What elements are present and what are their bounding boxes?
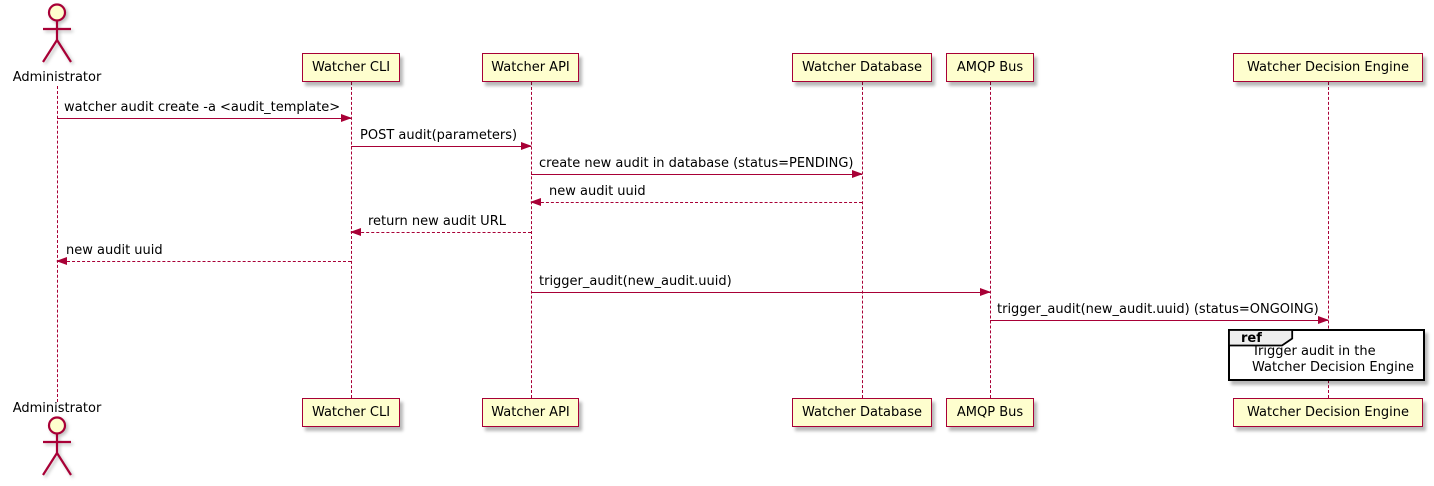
ref-fragment: ref Trigger audit in the Watcher Decisio… <box>1228 329 1425 381</box>
participant-watcher-api-bottom: Watcher API <box>482 398 579 427</box>
message-label-7: trigger_audit(new_audit.uuid) <box>539 274 732 289</box>
participant-watcher-database-top: Watcher Database <box>792 53 932 82</box>
message-arrow-7 <box>531 288 991 297</box>
ref-keyword: ref <box>1241 331 1262 346</box>
lifeline-amqp-bus <box>989 82 991 398</box>
arrowhead-icon <box>980 288 991 297</box>
participant-watcher-database-bottom: Watcher Database <box>792 398 932 427</box>
message-label-2: POST audit(parameters) <box>360 128 518 143</box>
lifeline-watcher-cli <box>350 82 352 398</box>
message-label-1: watcher audit create -a <audit_template> <box>64 100 341 115</box>
arrowhead-icon <box>530 198 541 207</box>
message-arrow-4 <box>530 198 862 207</box>
actor-icon <box>42 3 72 63</box>
lifeline-watcher-api <box>530 82 532 398</box>
arrowhead-icon <box>56 257 67 266</box>
message-arrow-5 <box>350 228 531 237</box>
arrowhead-icon <box>852 170 863 179</box>
participant-watcher-api-top: Watcher API <box>482 53 579 82</box>
actor-label-bottom: Administrator <box>12 401 102 416</box>
lifeline-watcher-decision-engine <box>1327 82 1329 398</box>
arrowhead-icon <box>350 228 361 237</box>
message-label-5: return new audit URL <box>368 214 506 229</box>
message-arrow-2 <box>351 142 532 151</box>
participant-amqp-bus-top: AMQP Bus <box>946 53 1034 82</box>
message-label-8: trigger_audit(new_audit.uuid) (status=ON… <box>997 302 1319 317</box>
arrowhead-icon <box>1318 316 1329 325</box>
message-arrow-6 <box>56 257 351 266</box>
lifeline-administrator <box>56 86 58 402</box>
actor-icon <box>42 416 72 476</box>
ref-line-1: Trigger audit in the <box>1252 344 1376 359</box>
message-arrow-8 <box>990 316 1329 325</box>
message-label-6: new audit uuid <box>66 243 163 258</box>
message-label-4: new audit uuid <box>549 184 646 199</box>
arrowhead-icon <box>341 114 352 123</box>
message-arrow-1 <box>57 114 352 123</box>
participant-watcher-cli-bottom: Watcher CLI <box>302 398 400 427</box>
actor-label-top: Administrator <box>12 70 102 85</box>
message-label-3: create new audit in database (status=PEN… <box>539 156 854 171</box>
participant-watcher-decision-engine-top: Watcher Decision Engine <box>1233 53 1423 82</box>
participant-amqp-bus-bottom: AMQP Bus <box>946 398 1034 427</box>
ref-line-2: Watcher Decision Engine <box>1252 360 1414 375</box>
arrowhead-icon <box>521 142 532 151</box>
message-arrow-3 <box>531 170 863 179</box>
ref-tab <box>1228 329 1294 347</box>
participant-watcher-decision-engine-bottom: Watcher Decision Engine <box>1233 398 1423 427</box>
participant-watcher-cli-top: Watcher CLI <box>302 53 400 82</box>
lifeline-watcher-database <box>861 82 863 398</box>
